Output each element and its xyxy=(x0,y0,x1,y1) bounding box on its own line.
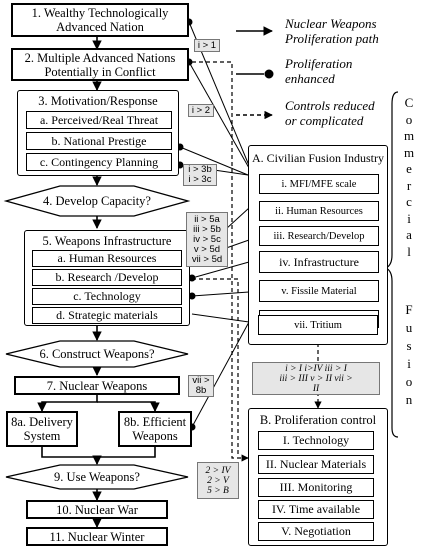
node-8a-delivery-system: 8a. Delivery System xyxy=(6,411,78,447)
node-11-nuclear-winter: 11. Nuclear Winter xyxy=(26,527,168,546)
tag-i-2: i > 2 xyxy=(188,104,214,117)
node-7-nuclear-weapons: 7. Nuclear Weapons xyxy=(14,376,180,395)
panel-B-title: B. Proliferation control xyxy=(259,413,377,427)
legend-solid-label: Nuclear Weapons Proliferation path xyxy=(285,16,379,46)
node-5a: a. Human Resources xyxy=(32,250,182,267)
panel-B-item-3: III. Monitoring xyxy=(258,478,374,497)
legend-dashed-label: Controls reduced or complicated xyxy=(285,98,375,128)
node-3b: b. National Prestige xyxy=(26,132,172,150)
legend-dot-label: Proliferation enhanced xyxy=(285,56,353,86)
side-label-letter: a xyxy=(406,227,412,242)
panel-A-item-3: iii. Research/Develop xyxy=(259,226,379,246)
side-label-letter: m xyxy=(403,128,415,143)
panel-B-item-2: II. Nuclear Materials xyxy=(258,455,374,474)
diamond-6-construct-weapons: 6. Construct Weapons? xyxy=(39,346,155,361)
enhanced-line-i-3b xyxy=(179,146,249,176)
panel-A-item-2: ii. Human Resources xyxy=(259,201,379,221)
node-3a: a. Perceived/Real Threat xyxy=(26,111,172,129)
arrow-7-8a xyxy=(37,394,98,412)
panel-A-civilian-fusion-industry: A. Civilian Fusion Industry i. MFI/MFE s… xyxy=(248,145,388,345)
side-label-letter: n xyxy=(405,392,413,407)
tag-vii-8b: vii > 8b xyxy=(188,375,214,397)
arrow-8a-9 xyxy=(41,446,102,465)
node-5-weapons-infrastructure: 5. Weapons Infrastructure a. Human Resou… xyxy=(24,230,190,326)
side-label-letter: s xyxy=(406,338,412,353)
enhanced-line-8b xyxy=(191,321,250,428)
side-label-letter: r xyxy=(406,177,412,193)
node-8b-efficient-weapons: 8b. Efficient Weapons xyxy=(118,411,192,447)
side-label-letter: i xyxy=(407,210,411,226)
node-5c: c. Technology xyxy=(32,288,182,305)
node-10-nuclear-war: 10. Nuclear War xyxy=(26,500,168,519)
diamond-6-shape xyxy=(5,340,189,368)
dashed-line-5-B xyxy=(192,278,239,454)
diamond-4-develop-capacity: 4. Develop Capacity? xyxy=(43,193,151,208)
side-label-letter: i xyxy=(407,356,411,371)
tag-2-B: 2 > IV 2 > V 5 > B xyxy=(197,462,239,499)
panel-A-item-4: iv. Infrastructure xyxy=(259,251,379,273)
side-label-letter: m xyxy=(403,144,415,160)
panel-A-title: A. Civilian Fusion Industry xyxy=(251,151,384,165)
enhanced-line-5d xyxy=(191,291,250,297)
node-2-multiple-nations: 2. Multiple Advanced Nations Potentially… xyxy=(11,48,189,81)
panel-B-item-5: V. Negotiation xyxy=(258,522,374,541)
dashed-line-2-B xyxy=(192,61,249,462)
enhanced-line-5d-tritium xyxy=(191,313,250,323)
panel-B-item-4: IV. Time available xyxy=(258,500,374,519)
side-label-letter: c xyxy=(406,194,412,209)
side-label-letter: l xyxy=(407,243,411,259)
diamond-9-use-weapons: 9. Use Weapons? xyxy=(54,469,140,484)
side-label-letter: u xyxy=(405,320,413,335)
side-label-letter: e xyxy=(406,161,412,176)
enhanced-line-i-2 xyxy=(188,61,254,176)
enhanced-line-5c xyxy=(191,261,250,279)
node-5b: b. Research /Develop xyxy=(32,269,182,286)
side-label-letter: o xyxy=(405,374,413,389)
node-3c: c. Contingency Planning xyxy=(26,153,172,171)
panel-A-item-1: i. MFI/MFE scale xyxy=(259,174,379,194)
diamond-9-shape xyxy=(5,464,189,490)
tag-i-3: i > 3b i > 3c xyxy=(183,164,217,186)
node-1-wealthy-nation: 1. Wealthy Technologically Advanced Nati… xyxy=(11,3,189,37)
side-label-letter: C xyxy=(404,95,414,110)
side-label-letter: F xyxy=(405,302,413,317)
panel-A-item-5: v. Fissile Material xyxy=(259,280,379,302)
panel-B-item-1: I. Technology xyxy=(258,431,374,450)
tag-5-links: ii > 5a iii > 5b iv > 5c v > 5d vii > 5d xyxy=(186,212,228,267)
arrow-8b-9 xyxy=(97,446,156,458)
diamond-4-shape xyxy=(3,185,191,217)
tag-A-to-B: i > I i>IV iii > I iii > III v > II vii … xyxy=(252,362,380,395)
tag-i-1: i > 1 xyxy=(194,39,220,52)
node-3-title: 3. Motivation/Response xyxy=(38,94,158,108)
panel-A-item-7: vii. Tritium xyxy=(258,315,378,335)
node-5-title: 5. Weapons Infrastructure xyxy=(42,234,172,248)
legend-dot xyxy=(264,69,274,79)
panel-B-proliferation-control: B. Proliferation control I. Technology I… xyxy=(248,408,388,546)
side-label-letter: o xyxy=(405,111,413,127)
node-3-motivation: 3. Motivation/Response a. Perceived/Real… xyxy=(17,90,179,176)
arrow-7-8b xyxy=(97,401,160,412)
node-5d: d. Strategic materials xyxy=(32,307,182,324)
